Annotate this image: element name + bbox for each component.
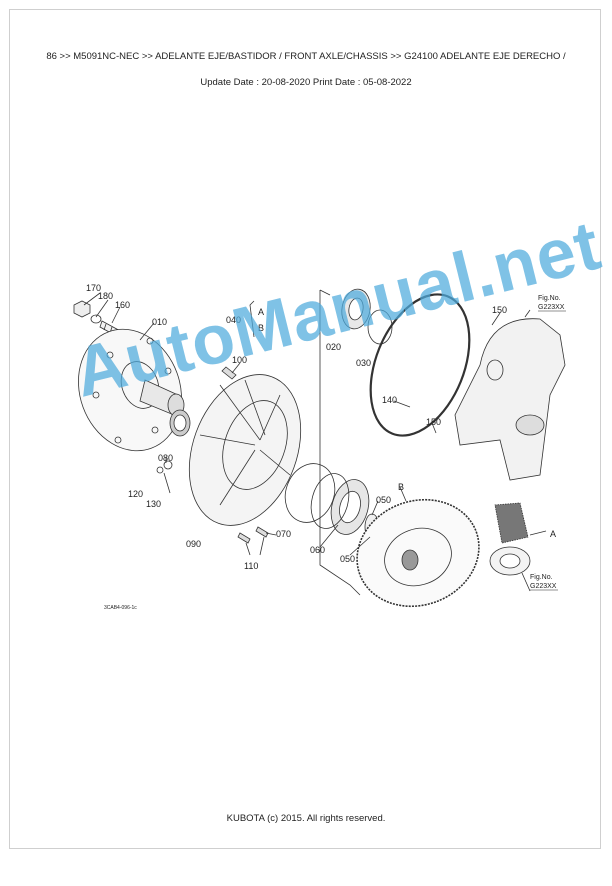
label-a-pinion: A bbox=[550, 529, 556, 539]
label-110: 110 bbox=[244, 561, 258, 571]
label-050-bottom: 050 bbox=[340, 554, 355, 564]
fig-ref-top-line1: Fig.No. bbox=[538, 295, 561, 302]
label-170: 170 bbox=[86, 283, 101, 293]
pinion-gear bbox=[489, 502, 531, 576]
label-130: 130 bbox=[146, 499, 161, 509]
label-080: 080 bbox=[158, 453, 173, 463]
axle-case-090 bbox=[188, 374, 302, 526]
label-120: 120 bbox=[128, 489, 143, 499]
label-070: 070 bbox=[276, 529, 291, 539]
breadcrumb: 86 >> M5091NC-NEC >> ADELANTE EJE/BASTID… bbox=[46, 51, 566, 62]
label-040: 040 bbox=[226, 315, 241, 325]
copyright-footer: KUBOTA (c) 2015. All rights reserved. bbox=[226, 813, 386, 824]
label-030: 030 bbox=[356, 358, 371, 368]
fig-ref-bottom-line1: Fig.No. bbox=[530, 574, 553, 581]
drawing-code: 3CAB4-096-1c bbox=[104, 605, 137, 611]
exploded-parts-diagram: 170 180 160 010 040 A B 100 020 030 140 … bbox=[73, 283, 566, 611]
label-020: 020 bbox=[326, 342, 341, 352]
bearing-060 bbox=[310, 473, 370, 535]
label-160: 160 bbox=[115, 300, 130, 310]
ring-gear bbox=[356, 498, 480, 608]
page-frame bbox=[9, 9, 601, 849]
label-b: B bbox=[258, 323, 264, 333]
label-050-top: 050 bbox=[376, 495, 391, 505]
label-b-gear: B bbox=[398, 482, 404, 492]
label-a: A bbox=[258, 307, 264, 317]
hub-flange bbox=[78, 328, 185, 452]
fig-ref-bottom-line2: G223XX bbox=[530, 583, 557, 590]
update-print-dates: Update Date : 20-08-2020 Print Date : 05… bbox=[200, 77, 412, 88]
label-140: 140 bbox=[382, 395, 397, 405]
label-150-mid: 150 bbox=[426, 417, 441, 427]
final-case-housing bbox=[454, 318, 566, 481]
label-150-top: 150 bbox=[492, 305, 507, 315]
label-100: 100 bbox=[232, 355, 247, 365]
label-060: 060 bbox=[310, 545, 325, 555]
fig-ref-top-line2: G223XX bbox=[538, 304, 565, 311]
label-180: 180 bbox=[98, 291, 113, 301]
label-090: 090 bbox=[186, 539, 201, 549]
label-010: 010 bbox=[152, 317, 167, 327]
